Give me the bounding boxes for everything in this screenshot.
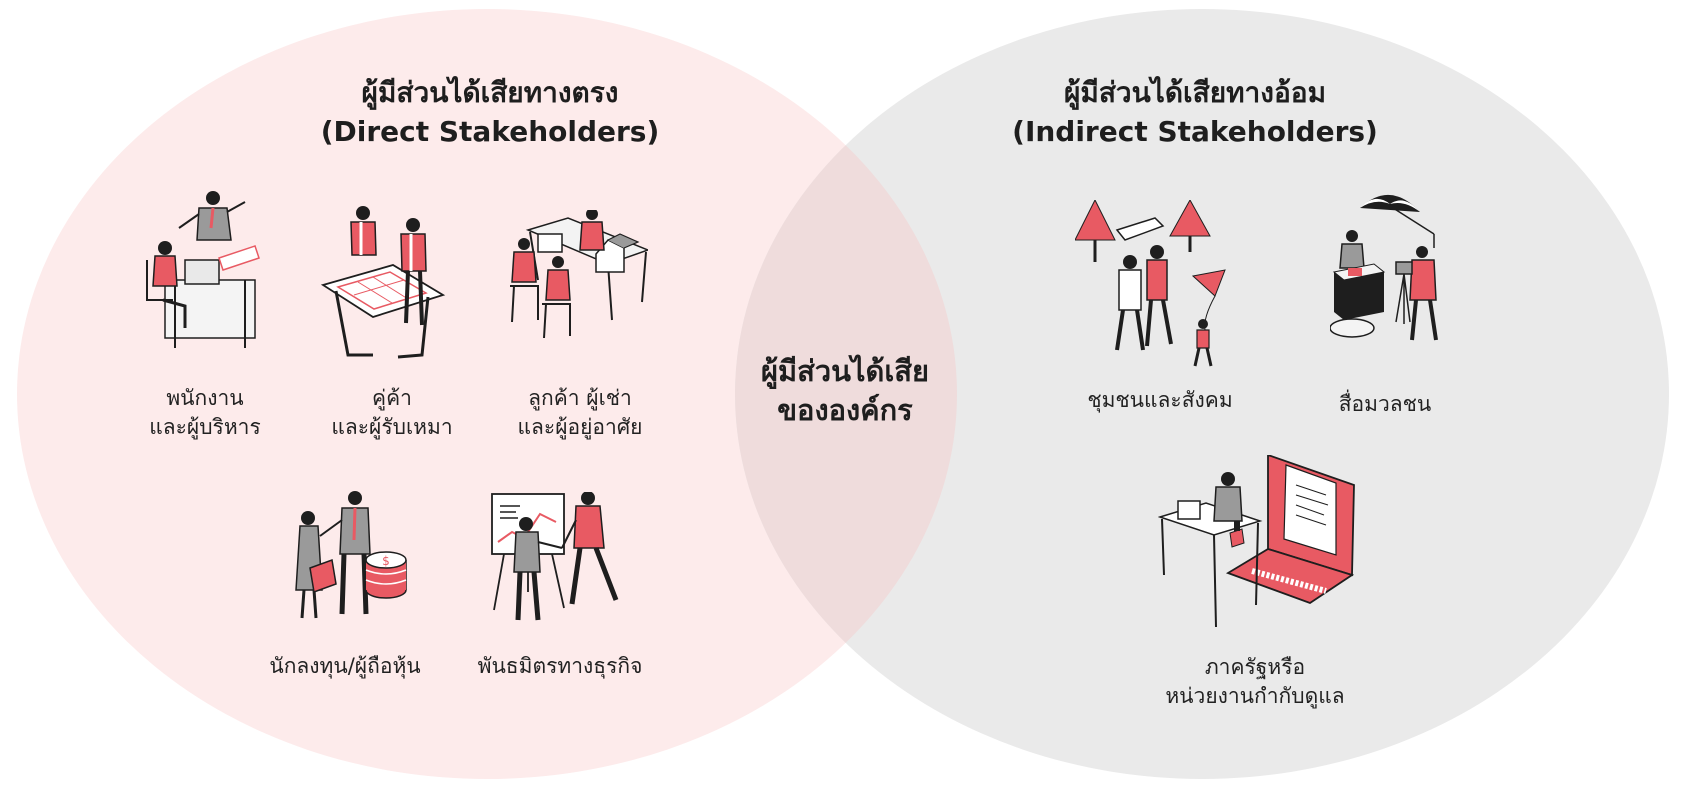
group-label-line2: และผู้บริหาร: [149, 415, 261, 439]
media-icon: [1330, 194, 1438, 341]
group-government-regulators: ภาครัฐหรือ หน่วยงานกำกับดูแล: [1150, 653, 1360, 711]
government-regulators-icon: [1158, 455, 1355, 628]
direct-title-th: ผู้มีส่วนได้เสียทางตรง: [361, 76, 619, 109]
indirect-title: ผู้มีส่วนได้เสียทางอ้อม (Indirect Stakeh…: [1000, 73, 1390, 151]
group-label-line1: ชุมชนและสังคม: [1087, 388, 1233, 412]
employees-executives-icon: [146, 191, 260, 348]
group-partners-contractors: คู่ค้า และผู้รับเหมา: [317, 384, 467, 442]
center-label-line1: ผู้มีส่วนได้เสีย: [761, 354, 929, 388]
group-employees-executives: พนักงาน และผู้บริหาร: [130, 384, 280, 442]
group-customers-tenants: ลูกค้า ผู้เช่า และผู้อยู่อาศัย: [500, 384, 660, 442]
direct-title: ผู้มีส่วนได้เสียทางตรง (Direct Stakehold…: [300, 73, 680, 151]
business-alliances-icon: [491, 492, 619, 621]
group-label-line1: ลูกค้า ผู้เช่า: [528, 386, 632, 410]
direct-circle: [17, 9, 957, 779]
group-community-society: ชุมชนและสังคม: [1070, 386, 1250, 415]
group-media: สื่อมวลชน: [1310, 390, 1460, 419]
direct-title-en: (Direct Stakeholders): [320, 115, 660, 148]
svg-text:$: $: [382, 554, 390, 568]
group-label-line2: และผู้อยู่อาศัย: [517, 415, 643, 439]
group-label-line1: พันธมิตรทางธุรกิจ: [477, 654, 643, 678]
center-label-line2: ขององค์กร: [777, 393, 913, 427]
partners-contractors-icon: [320, 206, 446, 359]
group-label-line2: หน่วยงานกำกับดูแล: [1165, 684, 1345, 708]
group-investors-shareholders: นักลงทุน/ผู้ถือหุ้น: [255, 652, 435, 681]
group-label-line1: สื่อมวลชน: [1338, 392, 1432, 416]
group-business-alliances: พันธมิตรทางธุรกิจ: [465, 652, 655, 681]
group-label-line1: ภาครัฐหรือ: [1204, 655, 1306, 679]
group-label-line2: และผู้รับเหมา: [331, 415, 453, 439]
center-label: ผู้มีส่วนได้เสีย ขององค์กร: [735, 352, 955, 430]
customers-tenants-icon: [510, 210, 648, 339]
indirect-title-th: ผู้มีส่วนได้เสียทางอ้อม: [1063, 76, 1327, 109]
community-society-icon: [1075, 200, 1226, 367]
investors-shareholders-icon: $: [295, 491, 407, 619]
group-label-line1: พนักงาน: [166, 386, 244, 410]
group-label-line1: นักลงทุน/ผู้ถือหุ้น: [269, 654, 421, 678]
group-label-line1: คู่ค้า: [372, 386, 412, 410]
indirect-title-en: (Indirect Stakeholders): [1012, 115, 1378, 148]
indirect-circle: [735, 9, 1669, 779]
